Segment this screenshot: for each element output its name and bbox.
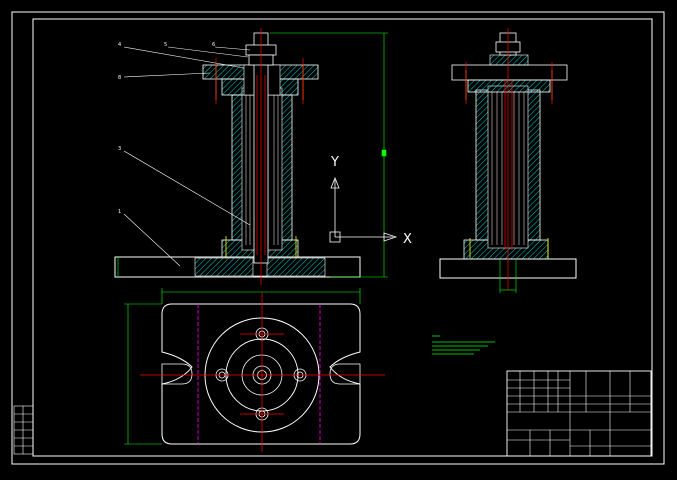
balloon-8: 8 — [118, 75, 121, 81]
balloon-3: 3 — [118, 146, 121, 152]
y-axis-label: Y — [330, 155, 339, 170]
top-view — [124, 288, 385, 452]
balloon-5: 5 — [164, 42, 167, 48]
revision-strip — [13, 405, 34, 455]
drawing-frame — [11, 11, 665, 465]
technical-notes — [432, 335, 495, 355]
balloon-4: 4 — [118, 42, 121, 48]
balloon-1: 1 — [118, 209, 121, 215]
front-section-view: 4 5 6 8 3 1 Y X — [114, 28, 412, 285]
ucs-icon — [329, 176, 398, 243]
balloon-6: 6 — [212, 42, 215, 48]
x-axis-label: X — [403, 232, 412, 247]
title-block — [506, 370, 652, 457]
side-view — [439, 28, 577, 293]
